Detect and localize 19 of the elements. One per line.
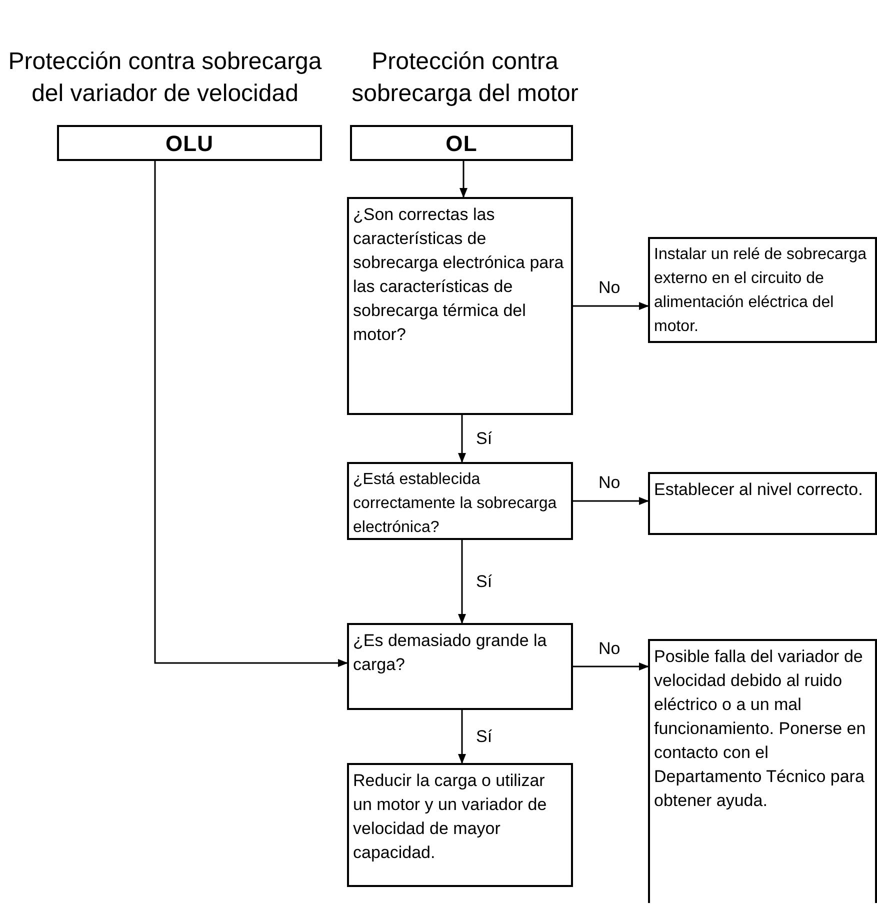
arrow bbox=[154, 161, 348, 667]
heading: Protección contra sobrecarga del variador de velocidad bbox=[7, 47, 323, 109]
arrow bbox=[573, 302, 649, 310]
heading: Protección contra sobrecarga del motor bbox=[350, 47, 580, 109]
title-box: OL bbox=[350, 125, 573, 161]
process-box: Establecer al nivel correcto. bbox=[648, 472, 877, 535]
process-box: Instalar un relé de sobrecarga externo en el circuito de alimentación eléctrica del motor. bbox=[648, 237, 877, 343]
process-box: Posible falla del variador de velocidad debido al ruido eléctrico o a un mal funcionamiento. Ponerse en contacto con el Departamento Técnico para obtener ayuda. bbox=[648, 639, 877, 903]
arrow bbox=[460, 161, 468, 198]
process-box: ¿Es demasiado grande la carga? bbox=[347, 623, 573, 710]
arrow bbox=[458, 710, 466, 764]
arrow bbox=[573, 497, 649, 505]
arrow bbox=[458, 415, 466, 463]
process-box: Reducir la carga o utilizar un motor y un variador de velocidad de mayor capacidad. bbox=[347, 763, 573, 887]
arrow bbox=[573, 662, 649, 670]
title-box: OLU bbox=[57, 125, 322, 161]
process-box: ¿Está establecida correctamente la sobrecarga electrónica? bbox=[347, 462, 573, 540]
arrow bbox=[458, 540, 466, 624]
process-box: ¿Son correctas las características de sobrecarga electrónica para las características de sobrecarga térmica del motor? bbox=[347, 197, 573, 415]
